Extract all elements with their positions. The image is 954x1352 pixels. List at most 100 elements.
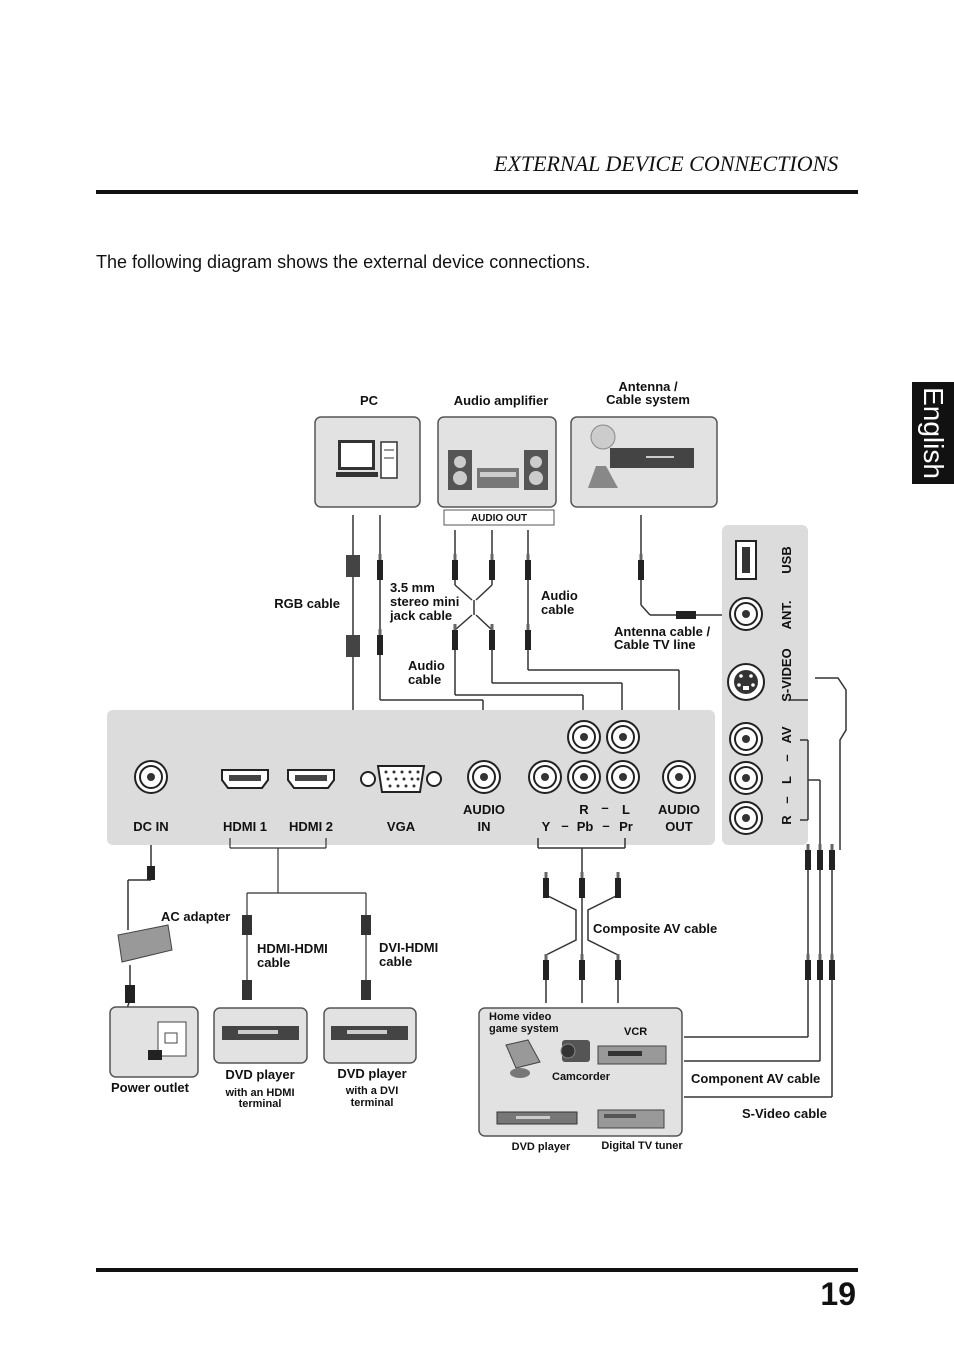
pc-label: PC [360,393,379,408]
hdmi-hdmi-label-2: cable [257,955,290,970]
ant-label: ANT. [779,601,794,630]
home-video-label-1: Home video [489,1011,552,1023]
antenna-label-2: Cable system [606,392,690,407]
av-sources-box [478,1007,683,1137]
component-pb-label: Pb [577,819,594,834]
audio-cable-b-label-1: Audio [541,588,578,603]
side-dash-1: – [779,754,794,761]
dash-ypb: – [561,818,568,833]
dash-rl: – [601,800,608,815]
svideo-port[interactable] [727,663,765,701]
mini-jack-label-3: jack cable [389,608,452,623]
digital-tv-tuner-label: Digital TV tuner [601,1140,683,1152]
dvd-hdmi-sub-2: terminal [239,1098,282,1110]
antenna-cable [640,515,726,616]
pc-device [314,416,421,508]
audio-in-label-2: IN [478,819,491,834]
antenna-jack[interactable] [729,597,763,631]
power-outlet [109,1006,199,1078]
dvd-hdmi-label: DVD player [225,1067,294,1082]
footer-rule [96,1268,858,1272]
dvd-dvi-sub-2: terminal [351,1097,394,1109]
usb-port[interactable] [735,540,757,580]
dvi-hdmi-label-2: cable [379,954,412,969]
vga-port[interactable] [360,765,442,793]
audio-out-label-2: OUT [665,819,693,834]
audio-l-label: L [622,802,630,817]
digital-tv-tuner-icon [597,1109,665,1129]
game-console-icon [505,1039,541,1078]
av-l-jack[interactable] [729,761,763,795]
power-outlet-label: Power outlet [111,1080,190,1095]
hdmi1-port[interactable] [221,769,269,789]
dvd-player-hdmi [213,1007,308,1064]
antenna-cable-label-2: Cable TV line [614,637,696,652]
audio-out-label-1: AUDIO [658,802,700,817]
dc-in-label: DC IN [133,819,168,834]
antenna-device [570,416,718,508]
side-r-label: R [779,815,794,825]
audio-amplifier-label: Audio amplifier [454,393,549,408]
camcorder-icon [560,1040,590,1062]
rgb-cable-label: RGB cable [274,596,340,611]
component-y-jack[interactable] [528,760,562,794]
audio-cable-a-label-2: cable [408,672,441,687]
dvd-dvi-sub-1: with a DVI [345,1085,399,1097]
hdmi1-label: HDMI 1 [223,819,267,834]
av-label: AV [779,726,794,743]
mini-jack-label-1: 3.5 mm [390,580,435,595]
audio-out-jack[interactable] [662,760,696,794]
language-tab[interactable]: English [912,382,954,484]
dvd-dvi-label: DVD player [337,1066,406,1081]
usb-label: USB [779,546,794,573]
antenna-label-1: Antenna / [618,379,678,394]
side-dash-2: – [779,796,794,803]
component-pb-jack[interactable] [567,760,601,794]
vcr-label: VCR [624,1026,647,1038]
dash-pbpr: – [602,818,609,833]
component-pr-jack[interactable] [606,760,640,794]
dvi-hdmi-label-1: DVI-HDMI [379,940,438,955]
audio-cable-b-label-2: cable [541,602,574,617]
av-r-jack[interactable] [729,801,763,835]
audio-r-jack[interactable] [567,720,601,754]
dc-in-jack[interactable] [134,760,168,794]
vga-label: VGA [387,819,416,834]
antenna-cable-label-1: Antenna cable / [614,624,710,639]
audio-amplifier-device [437,416,557,508]
header-rule [96,190,858,194]
component-y-label: Y [542,819,551,834]
dvd-player-label: DVD player [512,1141,571,1153]
component-svideo-cables [684,677,847,1098]
vcr-icon [597,1045,667,1065]
audio-cable-a-label-1: Audio [408,658,445,673]
dvd-player-icon [496,1111,578,1125]
section-title: EXTERNAL DEVICE CONNECTIONS [494,151,839,176]
ac-adapter [117,924,173,963]
audio-out-tag: AUDIO OUT [471,513,527,524]
audio-l-jack[interactable] [606,720,640,754]
composite-av-label: Composite AV cable [593,921,717,936]
component-av-label: Component AV cable [691,1071,820,1086]
page-number: 19 [820,1276,856,1312]
mini-jack-label-2: stereo mini [390,594,459,609]
ac-adapter-label: AC adapter [161,909,230,924]
hdmi-bracket [229,838,367,985]
svideo-cable-label: S-Video cable [742,1106,827,1121]
camcorder-label: Camcorder [552,1071,611,1083]
av-video-jack[interactable] [729,722,763,756]
hdmi2-label: HDMI 2 [289,819,333,834]
audio-in-label-1: AUDIO [463,802,505,817]
hdmi2-port[interactable] [287,769,335,789]
side-l-label: L [779,776,794,784]
svideo-label: S-VIDEO [779,648,794,701]
dvd-hdmi-sub-1: with an HDMI [224,1087,294,1099]
audio-in-jack[interactable] [467,760,501,794]
hdmi-hdmi-label-1: HDMI-HDMI [257,941,328,956]
component-pr-label: Pr [619,819,633,834]
audio-r-label: R [579,802,589,817]
intro-text: The following diagram shows the external… [96,252,591,272]
audio-cable-amp [454,530,623,722]
dvd-player-dvi [323,1007,417,1064]
